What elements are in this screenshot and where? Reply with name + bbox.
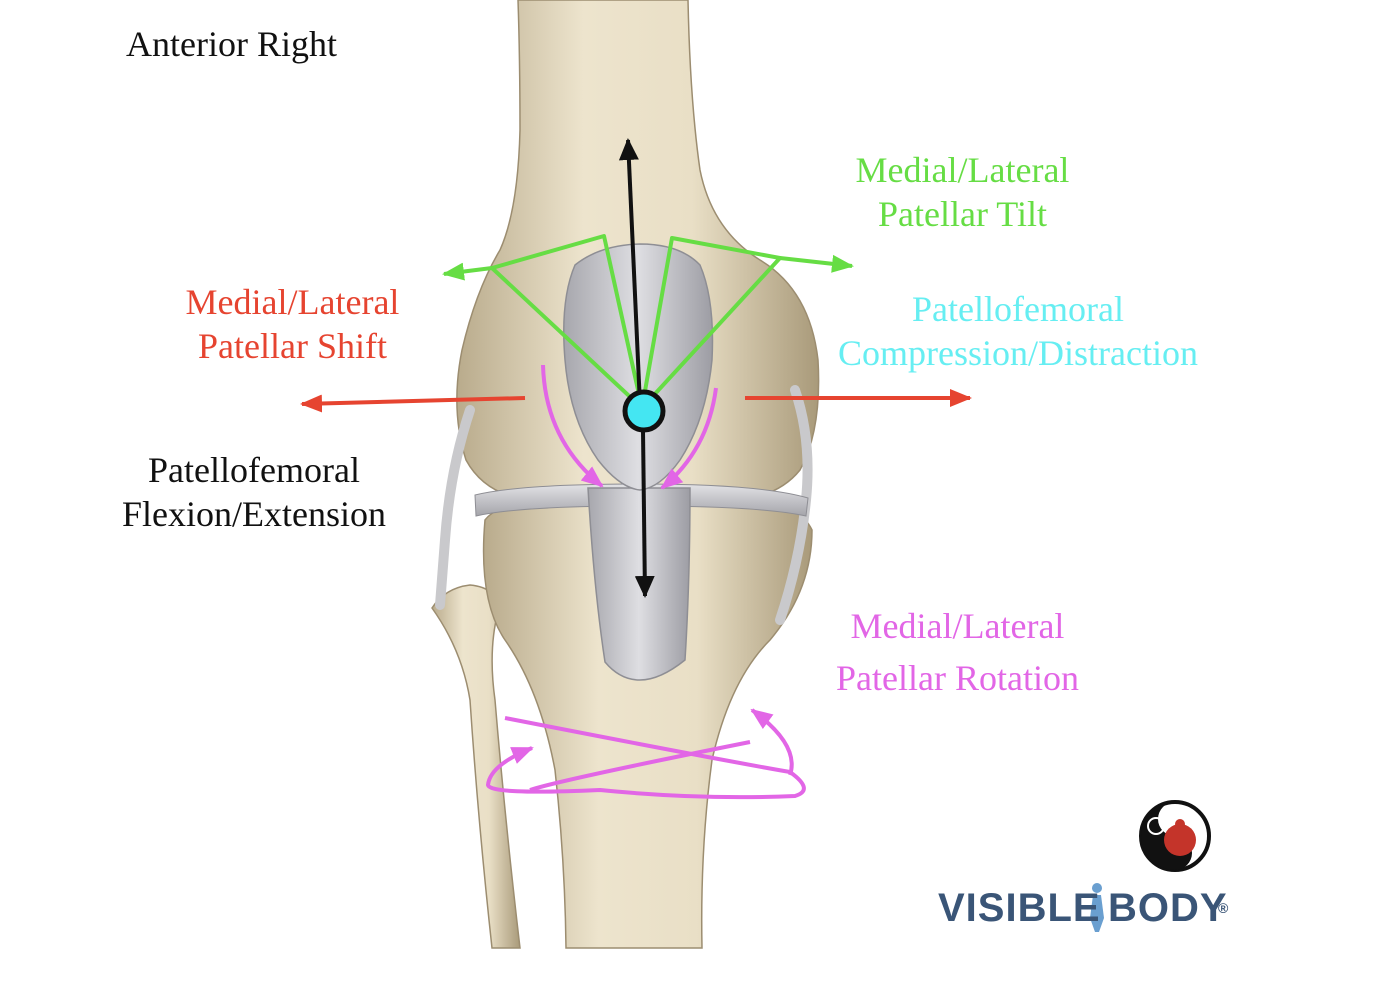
patellar-tendon — [588, 488, 690, 680]
brand-second: Body — [1108, 886, 1228, 931]
flexion-label-line1: Patellofemoral — [95, 448, 413, 492]
compression-label: Patellofemoral Compression/Distraction — [808, 287, 1228, 375]
shift-label-line1: Medial/Lateral — [140, 280, 445, 324]
lateral-collateral-ligament — [440, 410, 470, 605]
rotation-label-line2: Patellar Rotation — [805, 656, 1110, 700]
flexion-label-line2: Flexion/Extension — [95, 492, 413, 536]
flexion-label: Patellofemoral Flexion/Extension — [95, 448, 413, 536]
tilt-label-line2: Patellar Tilt — [800, 192, 1125, 236]
tilt-label: Medial/Lateral Patellar Tilt — [800, 148, 1125, 236]
rotation-label: Medial/Lateral Patellar Rotation — [805, 604, 1110, 700]
brand-first: Visible — [938, 886, 1101, 931]
brand-logo — [1141, 802, 1209, 870]
compression-label-line1: Patellofemoral — [808, 287, 1228, 331]
tilt-label-line1: Medial/Lateral — [800, 148, 1125, 192]
center-dot — [625, 392, 663, 430]
view-label: Anterior Right — [126, 22, 337, 66]
rotation-label-line1: Medial/Lateral — [805, 604, 1110, 648]
shift-label: Medial/Lateral Patellar Shift — [140, 280, 445, 368]
shift-label-line2: Patellar Shift — [140, 324, 445, 368]
compression-label-line2: Compression/Distraction — [808, 331, 1228, 375]
brand-registered-mark: ® — [1218, 900, 1229, 916]
